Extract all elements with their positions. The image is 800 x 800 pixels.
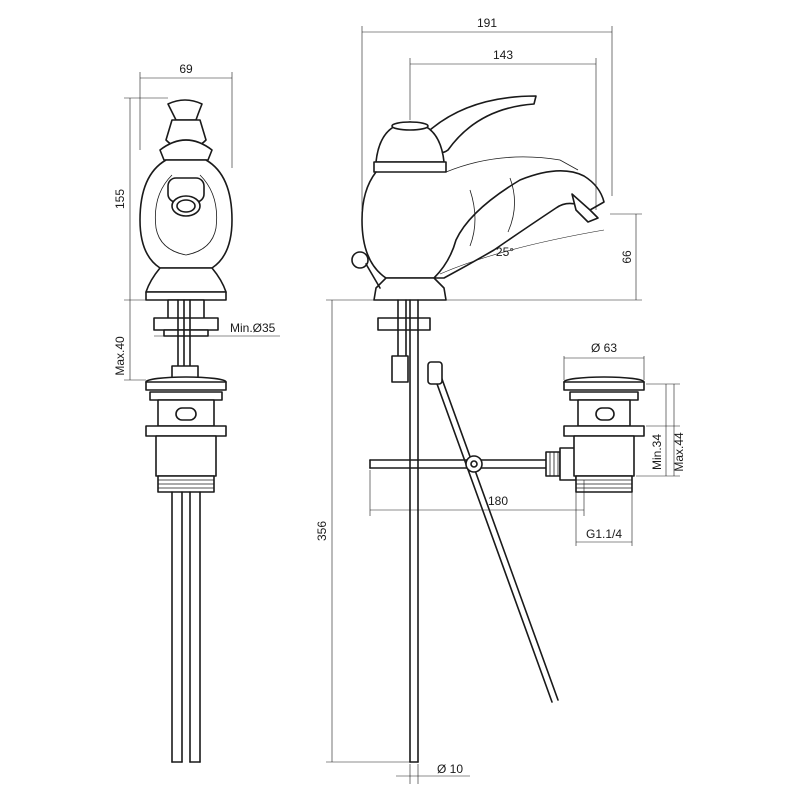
dim-143: 143 <box>493 48 513 62</box>
dim-min-hole: Min.Ø35 <box>230 321 276 335</box>
front-view <box>124 72 280 763</box>
dim-69: 69 <box>179 62 193 76</box>
dim-155: 155 <box>113 189 127 209</box>
side-view <box>326 26 680 784</box>
dim-drain-min: Min.34 <box>650 434 664 470</box>
dim-180: 180 <box>488 494 508 508</box>
dim-angle: 25° <box>496 245 514 259</box>
dim-rod-diameter: Ø 10 <box>437 762 463 776</box>
dim-thread: G1.1/4 <box>586 527 622 541</box>
dim-max-40: Max.40 <box>113 336 127 376</box>
dim-drain-max: Max.44 <box>672 432 686 472</box>
dim-191: 191 <box>477 16 497 30</box>
dim-356: 356 <box>315 521 329 541</box>
dim-66: 66 <box>620 250 634 264</box>
dim-drain-diameter: Ø 63 <box>591 341 617 355</box>
